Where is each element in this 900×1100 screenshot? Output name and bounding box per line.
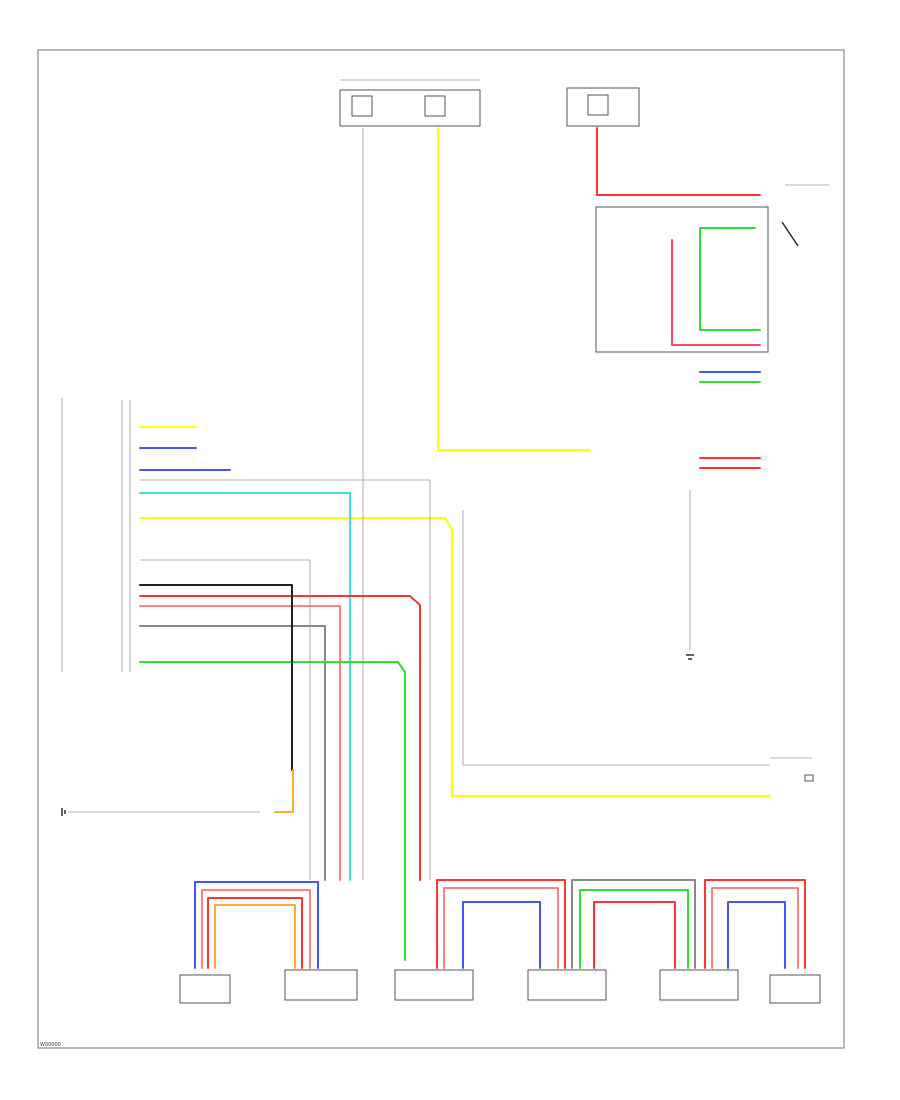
fuse-box-top-left (339, 79, 481, 127)
wire-yellow-controller (139, 517, 771, 797)
sensor-front-left-corner (769, 974, 821, 1004)
controller-connector (61, 398, 131, 672)
diagram-frame (37, 49, 845, 1049)
wire-red-top-right (596, 127, 761, 196)
sensor-front-right-center (527, 969, 607, 1001)
buzzer-bottom-right (770, 757, 814, 782)
wire-pink-ctrl (139, 605, 341, 881)
fuse-box-top-right (566, 87, 640, 127)
wire-yellow-main (437, 127, 591, 451)
sensor-rear-left-corner (179, 974, 231, 1004)
wire-orange-ground (274, 769, 294, 813)
wire-red-relay (671, 239, 761, 346)
diagram-code: W00000 (40, 1042, 61, 1048)
wire-red-ctrl-1 (139, 595, 421, 881)
wire-gray-ctrl-3 (140, 479, 431, 880)
warning-buzzer-module (595, 184, 830, 353)
wire-cyan (139, 492, 351, 881)
sensor-loop-wires (194, 879, 806, 969)
ground-symbol-right (686, 654, 694, 660)
wire-gray-ctrl-2 (140, 559, 311, 880)
sensor-rear-right-center (394, 969, 474, 1001)
sensor-front-left-center (659, 969, 739, 1001)
sensor-rear-left-center (284, 969, 358, 1001)
wire-gray-long (462, 510, 770, 766)
wire-green-relay (699, 227, 761, 331)
wire-gray-ctrl (139, 625, 326, 881)
wire-black-ctrl (139, 584, 293, 771)
wire-green-ctrl (139, 661, 406, 961)
ground-symbol-left (61, 808, 66, 816)
